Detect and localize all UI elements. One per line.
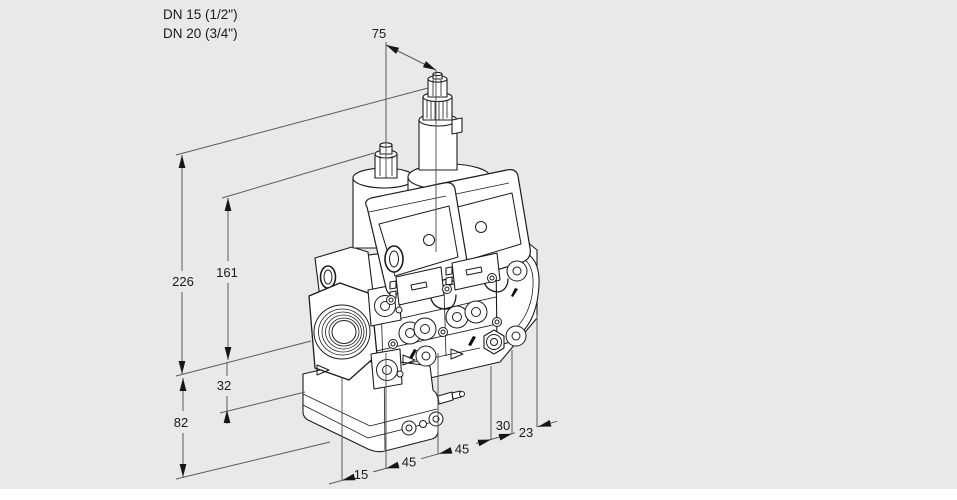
port-size-line1: DN 15 (1/2") — [163, 7, 238, 22]
extension-line-base-bottom — [175, 441, 331, 480]
body-bolts — [386, 260, 528, 367]
test-nipple — [437, 390, 465, 405]
dim-161-label: 161 — [216, 265, 238, 280]
dim-32-label: 32 — [217, 378, 231, 393]
dim-15-label: 15 — [354, 467, 368, 482]
terminal-box-v1 — [389, 266, 445, 306]
dimension-graphics: 75 226 161 32 — [172, 26, 558, 485]
flow-direction-markers — [316, 348, 464, 376]
dim-75: 75 — [372, 26, 437, 71]
dim-chain-bottom: 15 45 45 30 23 — [328, 418, 558, 485]
dim-45b-label: 45 — [455, 442, 469, 457]
dim-161: 161 — [216, 198, 238, 360]
valve-line-art — [302, 71, 540, 453]
vent-marks — [409, 288, 518, 359]
dim-32: 32 — [217, 362, 231, 424]
dim-82: 82 — [174, 378, 188, 477]
port-size-annotation: DN 15 (1/2") DN 20 (3/4") — [163, 7, 238, 41]
inlet-flange — [308, 246, 404, 390]
dim-75-label: 75 — [372, 26, 386, 41]
stem-v2 — [418, 71, 463, 171]
dim-226-label: 226 — [172, 274, 194, 289]
extension-line-v2-axis — [435, 70, 439, 454]
base-block — [302, 359, 465, 453]
extension-line-v1-top — [221, 152, 375, 199]
coil-cover-v1 — [365, 182, 468, 296]
extension-line-body-bottom — [219, 391, 306, 414]
dim-23-label: 23 — [519, 425, 533, 440]
dim-82-label: 82 — [174, 415, 188, 430]
extension-line-pipe-center — [175, 340, 312, 377]
thread-bore — [313, 304, 371, 360]
port-size-line2: DN 20 (3/4") — [163, 26, 238, 41]
footer-strip — [0, 489, 957, 500]
sight-glass — [384, 245, 404, 273]
dim-45a-label: 45 — [402, 455, 416, 470]
dim-30-label: 30 — [496, 418, 510, 433]
dim-226: 226 — [172, 155, 194, 374]
